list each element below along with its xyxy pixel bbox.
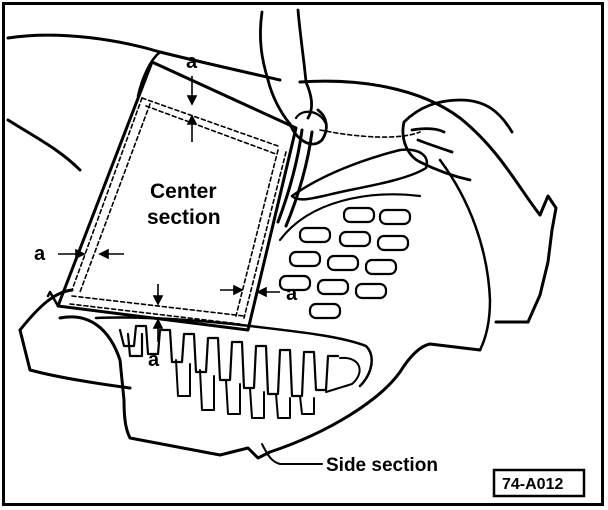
figure-code: 74-A012 <box>502 476 563 493</box>
dimension-label-bottom: a <box>148 349 160 371</box>
dimension-label-right: a <box>286 283 298 305</box>
hands-with-pliers <box>259 8 514 228</box>
dimension-markers <box>58 76 280 342</box>
center-section-label-line2: section <box>147 206 221 229</box>
side-section <box>58 315 482 460</box>
side-section-label: Side section <box>326 455 438 476</box>
figure-border <box>2 2 604 506</box>
side-section-leader <box>261 443 323 465</box>
dimension-label-left: a <box>34 243 46 265</box>
figure-code-box <box>492 468 586 498</box>
heating-element-upper <box>278 193 422 320</box>
dimension-label-top: a <box>186 51 198 73</box>
seat-cushion <box>6 33 558 352</box>
center-section-label-line1: Center <box>150 180 217 203</box>
